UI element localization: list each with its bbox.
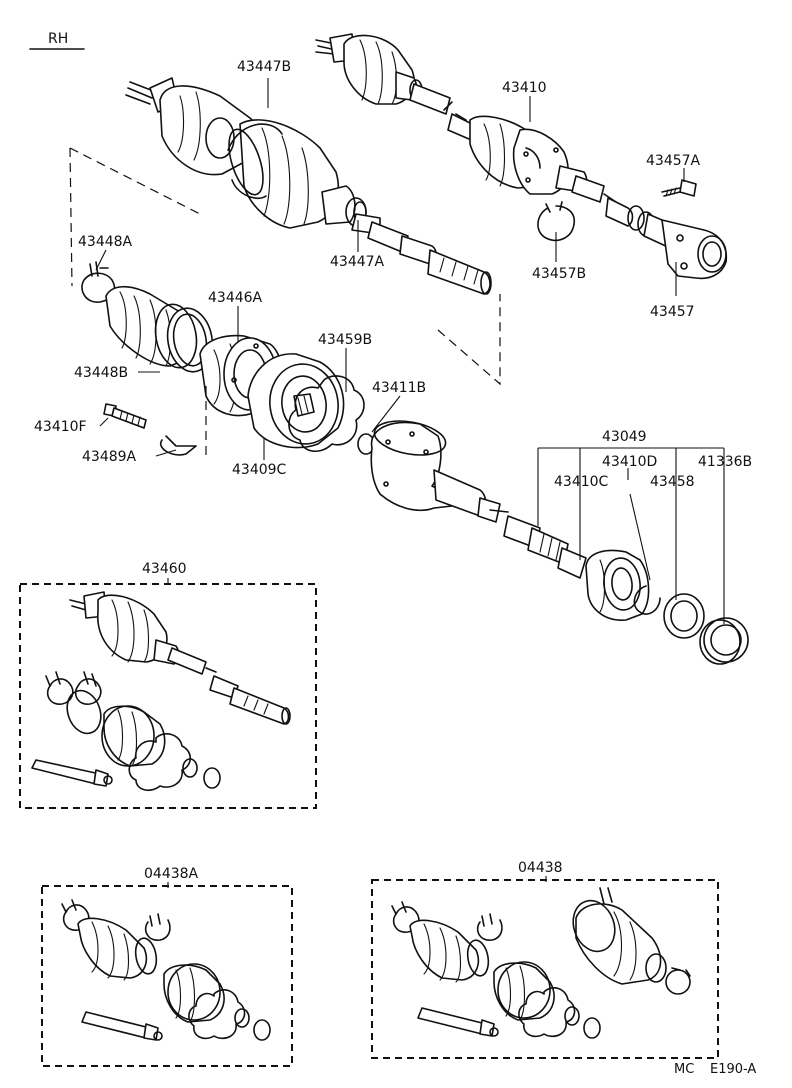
label-43410D: 43410D — [602, 454, 657, 470]
label-43447B: 43447B — [237, 59, 291, 75]
kit-04438-box — [371, 879, 719, 1059]
label-43411B: 43411B — [372, 380, 426, 396]
assembly-guide-lines — [69, 147, 501, 386]
snap-ring-icon — [537, 205, 576, 242]
side-label: RH — [48, 31, 68, 47]
kit-04438A-box — [41, 885, 293, 1067]
label-43489A: 43489A — [82, 449, 137, 465]
label-43457A: 43457A — [646, 153, 701, 169]
label-43460: 43460 — [142, 561, 187, 577]
label-04438: 04438 — [518, 860, 563, 876]
side-shaft-icon — [370, 420, 587, 579]
label-43448A: 43448A — [78, 234, 133, 250]
clip-icon — [159, 435, 197, 456]
kit-43460-box — [19, 583, 317, 809]
main-drive-shaft-icon — [125, 77, 492, 295]
label-43049: 43049 — [602, 429, 647, 445]
footer-prefix: MC — [674, 1062, 694, 1077]
inner-joint-icon — [199, 334, 365, 452]
label-43446A: 43446A — [208, 290, 263, 306]
kit-43460-contents — [31, 591, 291, 792]
label-43447A: 43447A — [330, 254, 385, 270]
label-43458: 43458 — [650, 474, 695, 490]
footer-code: E190-A — [710, 1062, 756, 1077]
snap-ring-icon-3 — [633, 585, 661, 615]
bolt-icon — [661, 179, 697, 197]
kit-04438-contents — [391, 887, 691, 1039]
label-43448B: 43448B — [74, 365, 128, 381]
label-41336B: 41336B — [698, 454, 752, 470]
label-43410C: 43410C — [554, 474, 609, 490]
bracket-icon — [661, 219, 728, 280]
part-labels: 43447B 43410 43457A 43448A 43447A 43457B… — [34, 59, 752, 490]
label-43410: 43410 — [502, 80, 547, 96]
snap-ring-ends — [545, 201, 563, 213]
label-43459B: 43459B — [318, 332, 372, 348]
label-04438A: 04438A — [144, 866, 199, 882]
label-43457B: 43457B — [532, 266, 586, 282]
label-43457: 43457 — [650, 304, 695, 320]
kit-04438A-contents — [61, 899, 271, 1041]
seal-icon — [663, 593, 705, 639]
leader-lines — [95, 78, 725, 624]
label-43410F: 43410F — [34, 419, 87, 435]
oil-seal-icon — [699, 617, 749, 665]
label-43409C: 43409C — [232, 462, 287, 478]
bearing-icon — [585, 549, 650, 621]
bolt-43410F-icon — [103, 403, 147, 429]
